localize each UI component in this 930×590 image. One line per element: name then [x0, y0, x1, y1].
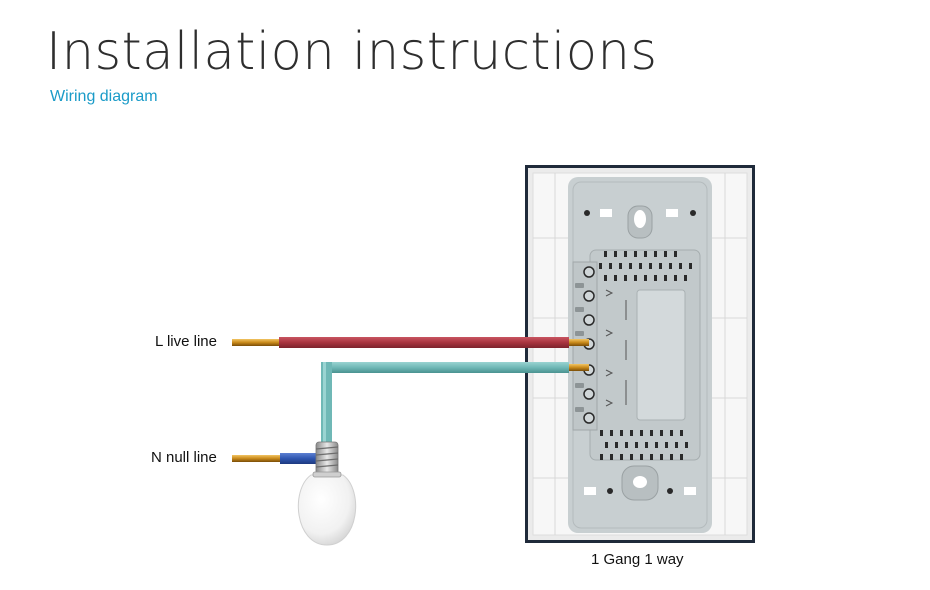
load-wire	[321, 362, 589, 444]
live-wire	[232, 337, 589, 348]
light-bulb-icon	[297, 441, 357, 546]
null-wire	[232, 453, 320, 464]
null-line-label: N null line	[151, 449, 217, 466]
page-title: Installation instructions	[46, 22, 658, 82]
live-line-label: L live line	[155, 333, 217, 350]
switch-type-label: 1 Gang 1 way	[591, 551, 684, 568]
wall-switch-back-icon	[568, 177, 712, 533]
page-subtitle: Wiring diagram	[50, 88, 158, 105]
